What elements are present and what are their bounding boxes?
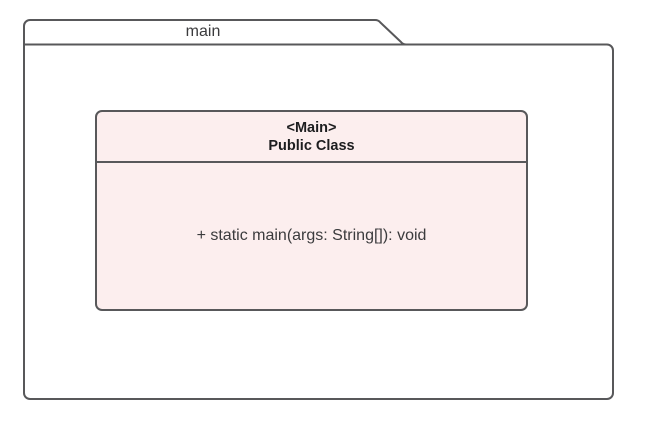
class-members-compartment: + static main(args: String[]): void: [97, 163, 526, 309]
class-kind-label: Public Class: [268, 138, 355, 154]
class-header: <Main> Public Class: [97, 112, 526, 163]
class-stereotype-label: <Main>: [286, 120, 337, 136]
class-member-main-method: + static main(args: String[]): void: [196, 227, 427, 244]
class-node-main[interactable]: <Main> Public Class + static main(args: …: [95, 110, 528, 311]
package-name-label: main: [185, 23, 221, 40]
